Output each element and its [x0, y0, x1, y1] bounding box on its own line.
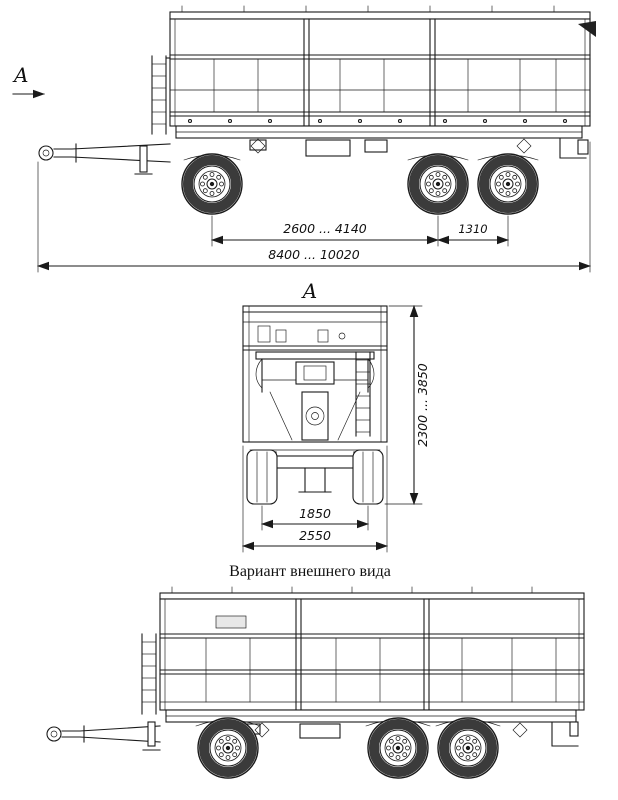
variant-body	[159, 586, 585, 711]
chassis	[175, 125, 589, 161]
drawbar	[38, 143, 171, 175]
dim-text-track: 1850	[299, 506, 331, 521]
hinge-dots	[187, 118, 568, 124]
variant-view	[46, 586, 585, 778]
variant-stake-tops	[171, 586, 533, 594]
dim-text-overall-length: 8400 ... 10020	[268, 247, 359, 262]
variant-stiffeners	[205, 637, 557, 703]
rear-view	[242, 305, 423, 553]
variant-caption: Вариант внешнего вида	[229, 563, 391, 580]
stake-tops	[181, 5, 555, 13]
dim-text-height: 2300 ... 3850	[415, 363, 430, 447]
rear-corner-bracket	[578, 21, 596, 37]
variant-middle-wheel	[368, 718, 428, 778]
reflector-diamond	[516, 138, 532, 154]
rear-rack	[255, 351, 375, 393]
rear-view-dimensions	[242, 305, 423, 553]
variant-ladder	[141, 633, 157, 715]
dim-text-bogie: 1310	[458, 222, 487, 236]
dim-text-axle-spread: 2600 ... 4140	[283, 221, 367, 236]
rear-view-wheels	[246, 449, 384, 505]
side-view-dimensions	[37, 141, 591, 273]
reflector-diamond	[254, 722, 270, 738]
side-stiffeners	[213, 58, 557, 113]
variant-front-wheel	[198, 718, 258, 778]
view-direction-label: A	[12, 63, 28, 87]
reflector-diamond	[512, 722, 528, 738]
rear-ladder	[355, 351, 371, 437]
front-ladder	[151, 55, 171, 135]
reflector-diamond	[250, 138, 266, 154]
front-wheel	[182, 154, 242, 214]
variant-rear-wheel	[438, 718, 498, 778]
variant-drawbar	[46, 721, 161, 751]
side-view	[12, 5, 596, 273]
maker-plate	[215, 615, 247, 629]
rear-wheel	[478, 154, 538, 214]
rear-view-label: A	[301, 279, 317, 303]
cargo-body	[169, 5, 596, 127]
middle-wheel	[408, 154, 468, 214]
dim-text-overall-width: 2550	[299, 528, 331, 543]
